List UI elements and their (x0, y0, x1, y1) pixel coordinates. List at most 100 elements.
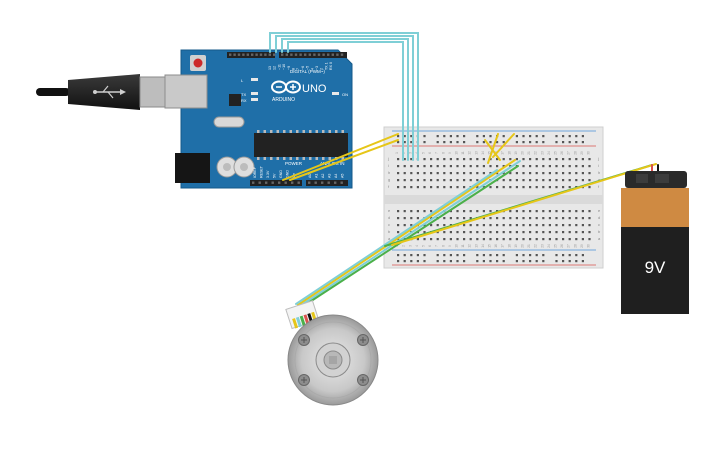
breadboard-hole[interactable] (456, 158, 459, 161)
breadboard-hole[interactable] (476, 231, 479, 234)
breadboard-hole[interactable] (496, 165, 499, 168)
rail-hole[interactable] (410, 141, 413, 144)
breadboard-hole[interactable] (588, 217, 591, 220)
rail-hole[interactable] (555, 260, 558, 263)
header-pin[interactable] (264, 53, 267, 56)
rail-hole[interactable] (502, 254, 505, 257)
breadboard-hole[interactable] (502, 165, 505, 168)
breadboard-hole[interactable] (489, 217, 492, 220)
breadboard-hole[interactable] (416, 172, 419, 175)
rail-hole[interactable] (476, 260, 479, 263)
header-pin[interactable] (278, 181, 281, 184)
rail-hole[interactable] (581, 141, 584, 144)
rail-hole[interactable] (496, 141, 499, 144)
arduino-uno-board[interactable]: UNO ARDUINO DIGITAL (PWM~) POWER ANALOG … (164, 49, 353, 189)
header-pin[interactable] (259, 53, 263, 56)
rail-hole[interactable] (529, 254, 532, 257)
breadboard-hole[interactable] (489, 165, 492, 168)
breadboard-hole[interactable] (416, 217, 419, 220)
breadboard-hole[interactable] (416, 186, 419, 189)
rail-hole[interactable] (575, 254, 578, 257)
breadboard-hole[interactable] (443, 217, 446, 220)
breadboard-hole[interactable] (397, 186, 400, 189)
breadboard-hole[interactable] (529, 224, 532, 227)
breadboard-hole[interactable] (529, 172, 532, 175)
rail-hole[interactable] (575, 135, 578, 138)
breadboard-hole[interactable] (436, 179, 439, 182)
breadboard-hole[interactable] (562, 186, 565, 189)
breadboard-hole[interactable] (535, 210, 538, 213)
breadboard-hole[interactable] (581, 172, 584, 175)
breadboard-hole[interactable] (489, 224, 492, 227)
breadboard-hole[interactable] (449, 179, 452, 182)
breadboard-hole[interactable] (476, 224, 479, 227)
breadboard-hole[interactable] (489, 158, 492, 161)
breadboard-hole[interactable] (476, 165, 479, 168)
rail-hole[interactable] (489, 135, 492, 138)
breadboard-hole[interactable] (542, 224, 545, 227)
breadboard-hole[interactable] (436, 172, 439, 175)
breadboard-hole[interactable] (482, 224, 485, 227)
breadboard-hole[interactable] (489, 172, 492, 175)
rail-hole[interactable] (436, 141, 439, 144)
breadboard-hole[interactable] (562, 224, 565, 227)
rail-hole[interactable] (456, 254, 459, 257)
breadboard-hole[interactable] (535, 238, 538, 241)
breadboard-hole[interactable] (430, 179, 433, 182)
breadboard-hole[interactable] (423, 165, 426, 168)
breadboard-hole[interactable] (463, 210, 466, 213)
breadboard-hole[interactable] (542, 172, 545, 175)
breadboard-hole[interactable] (529, 158, 532, 161)
breadboard-hole[interactable] (555, 238, 558, 241)
breadboard-hole[interactable] (555, 217, 558, 220)
rail-hole[interactable] (581, 260, 584, 263)
breadboard-hole[interactable] (535, 224, 538, 227)
header-pin[interactable] (284, 181, 287, 184)
dc-motor[interactable] (285, 300, 379, 406)
breadboard-hole[interactable] (469, 217, 472, 220)
rail-hole[interactable] (581, 254, 584, 257)
breadboard-hole[interactable] (469, 210, 472, 213)
wires[interactable] (269, 32, 659, 308)
breadboard-hole[interactable] (469, 172, 472, 175)
breadboard-hole[interactable] (568, 238, 571, 241)
rail-hole[interactable] (476, 135, 479, 138)
breadboard-hole[interactable] (496, 231, 499, 234)
breadboard-hole[interactable] (397, 172, 400, 175)
rail-hole[interactable] (403, 260, 406, 263)
breadboard-hole[interactable] (436, 231, 439, 234)
breadboard-hole[interactable] (482, 165, 485, 168)
breadboard-hole[interactable] (581, 210, 584, 213)
header-pin[interactable] (271, 181, 274, 184)
breadboard-hole[interactable] (463, 172, 466, 175)
rail-hole[interactable] (562, 141, 565, 144)
breadboard-hole[interactable] (430, 210, 433, 213)
breadboard-hole[interactable] (542, 217, 545, 220)
breadboard-hole[interactable] (581, 179, 584, 182)
rail-hole[interactable] (449, 141, 452, 144)
breadboard-hole[interactable] (509, 158, 512, 161)
rail-hole[interactable] (562, 135, 565, 138)
rail-hole[interactable] (423, 141, 426, 144)
breadboard-hole[interactable] (562, 238, 565, 241)
rail-hole[interactable] (482, 141, 485, 144)
breadboard-hole[interactable] (482, 217, 485, 220)
breadboard-hole[interactable] (416, 179, 419, 182)
breadboard-hole[interactable] (529, 210, 532, 213)
rail-hole[interactable] (449, 260, 452, 263)
header-pin[interactable] (273, 53, 276, 56)
breadboard-hole[interactable] (463, 186, 466, 189)
breadboard-hole[interactable] (496, 238, 499, 241)
breadboard-hole[interactable] (529, 179, 532, 182)
breadboard-hole[interactable] (456, 179, 459, 182)
rail-hole[interactable] (456, 141, 459, 144)
rail-hole[interactable] (449, 254, 452, 257)
header-pin[interactable] (331, 53, 334, 56)
rail-hole[interactable] (496, 254, 499, 257)
breadboard-hole[interactable] (581, 224, 584, 227)
breadboard-hole[interactable] (535, 172, 538, 175)
breadboard-hole[interactable] (575, 158, 578, 161)
breadboard-hole[interactable] (542, 165, 545, 168)
breadboard-hole[interactable] (509, 210, 512, 213)
breadboard-hole[interactable] (476, 238, 479, 241)
